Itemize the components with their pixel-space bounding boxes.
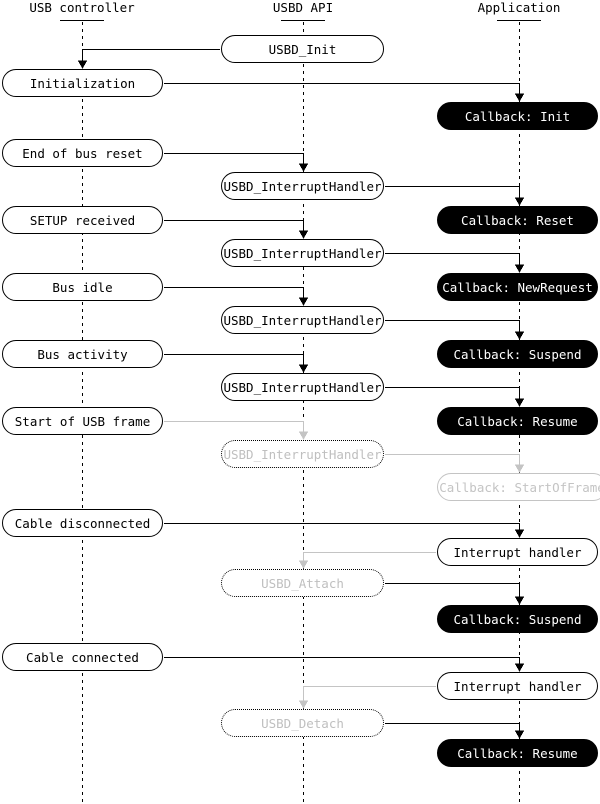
node-usbd-init[interactable]: USBD_Init [221,35,384,63]
node-label: Callback: NewRequest [442,279,593,295]
connector-arrowhead-c15 [514,596,525,605]
node-label: USBD_InterruptHandler [223,178,382,194]
node-label: Callback: Suspend [453,346,582,362]
node-label: Start of USB frame [14,413,151,429]
node-irq-handler-5[interactable]: USBD_InterruptHandler [221,440,384,468]
node-bus-idle[interactable]: Bus idle [2,273,163,301]
node-label: Cable connected [26,649,139,665]
lifeline-label-application: Application [477,0,561,15]
node-label: Interrupt handler [453,678,582,694]
node-end-of-bus-reset[interactable]: End of bus reset [2,139,163,167]
node-interrupt-handler-1[interactable]: Interrupt handler [437,538,598,566]
connector-arrowhead-c6 [514,264,525,273]
connector-arrowhead-c12 [514,464,525,473]
connector-arrowhead-c1 [77,60,88,69]
connector-c1 [82,49,220,62]
node-label: USBD_Init [268,41,337,57]
connector-c7 [164,287,304,299]
node-callback-resume-1[interactable]: Callback: Resume [437,407,598,435]
connector-c6 [385,253,520,266]
connector-arrowhead-c11 [298,431,309,440]
node-irq-handler-2[interactable]: USBD_InterruptHandler [221,239,384,267]
node-cable-disconnected[interactable]: Cable disconnected [2,509,163,537]
node-callback-resume-2[interactable]: Callback: Resume [437,739,598,767]
node-label: Callback: Resume [457,413,578,429]
node-label: Bus idle [52,279,113,295]
node-setup-received[interactable]: SETUP received [2,206,163,234]
connector-arrowhead-c14 [298,560,309,569]
connector-c9 [164,354,304,366]
connector-arrowhead-c8 [514,331,525,340]
node-callback-suspend-1[interactable]: Callback: Suspend [437,340,598,368]
node-label: USBD_Detach [261,715,344,731]
node-label: USBD_InterruptHandler [223,446,382,462]
connector-c17 [303,686,436,702]
node-irq-handler-3[interactable]: USBD_InterruptHandler [221,306,384,334]
node-callback-init[interactable]: Callback: Init [437,102,598,130]
connector-c2 [164,83,520,95]
node-label: Callback: Suspend [453,611,582,627]
node-label: Callback: Reset [461,212,574,228]
connector-c10 [385,387,520,400]
node-usbd-attach[interactable]: USBD_Attach [221,569,384,597]
node-callback-reset[interactable]: Callback: Reset [437,206,598,234]
connector-c16 [164,657,520,665]
connector-c3 [164,153,304,165]
node-label: Callback: Init [464,108,571,124]
node-label: Initialization [29,75,136,91]
connector-c5 [164,220,304,232]
connector-arrowhead-c17 [298,700,309,709]
node-label: Interrupt handler [453,544,582,560]
connector-arrowhead-c13 [514,529,525,538]
node-label: Cable disconnected [14,515,151,531]
node-label: USBD_InterruptHandler [223,245,382,261]
node-cable-connected[interactable]: Cable connected [2,643,163,671]
connector-arrowhead-c10 [514,398,525,407]
node-initialization[interactable]: Initialization [2,69,163,97]
node-label: USBD_Attach [261,575,344,591]
node-callback-newrequest[interactable]: Callback: NewRequest [437,273,598,301]
connector-c15 [385,583,520,598]
connector-c13 [164,523,520,531]
lifeline-label-usb-controller: USB controller [29,0,135,15]
node-callback-startofframe[interactable]: Callback: StartOfFrame [437,473,600,501]
node-label: USBD_InterruptHandler [223,312,382,328]
node-usbd-detach[interactable]: USBD_Detach [221,709,384,737]
connector-c14 [303,552,436,562]
connector-arrowhead-c7 [298,297,309,306]
connector-c18 [385,723,520,732]
connector-c8 [385,320,520,333]
connector-c11 [164,421,304,433]
node-label: Callback: StartOfFrame [439,479,600,495]
node-label: SETUP received [29,212,136,228]
node-start-of-usb-frame[interactable]: Start of USB frame [2,407,163,435]
connector-arrowhead-c5 [298,230,309,239]
connector-arrowhead-c2 [514,93,525,102]
node-irq-handler-1[interactable]: USBD_InterruptHandler [221,172,384,200]
connector-arrowhead-c3 [298,163,309,172]
connector-c4 [385,186,520,199]
node-interrupt-handler-2[interactable]: Interrupt handler [437,672,598,700]
node-label: Bus activity [37,346,128,362]
node-bus-activity[interactable]: Bus activity [2,340,163,368]
connector-arrowhead-c9 [298,364,309,373]
node-label: End of bus reset [22,145,143,161]
node-callback-suspend-2[interactable]: Callback: Suspend [437,605,598,633]
lifeline-label-usbd-api: USBD API [272,0,334,15]
node-label: Callback: Resume [457,745,578,761]
connector-arrowhead-c16 [514,663,525,672]
node-irq-handler-4[interactable]: USBD_InterruptHandler [221,373,384,401]
connector-arrowhead-c18 [514,730,525,739]
node-label: USBD_InterruptHandler [223,379,382,395]
connector-c12 [385,454,520,466]
connector-arrowhead-c4 [514,197,525,206]
